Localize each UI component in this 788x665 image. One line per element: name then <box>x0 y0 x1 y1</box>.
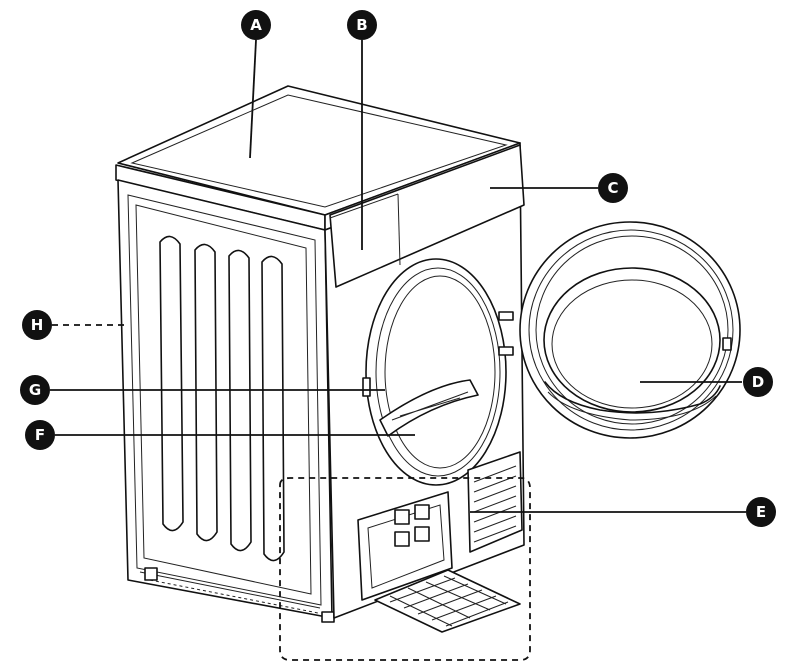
vent-grille <box>467 451 523 553</box>
callout-f: F <box>25 420 55 450</box>
callout-d-label: D <box>752 373 764 391</box>
bottom-flap <box>374 569 521 633</box>
callout-a: A <box>241 10 271 40</box>
callout-h-label: H <box>31 316 44 334</box>
open-door <box>519 221 741 439</box>
dryer-body <box>115 85 525 633</box>
callout-f-label: F <box>35 426 45 444</box>
callout-g: G <box>20 375 50 405</box>
door-glass <box>543 267 721 413</box>
callout-e-label: E <box>756 503 766 521</box>
drum-opening <box>365 258 507 486</box>
side-panel <box>117 179 333 619</box>
callout-h: H <box>22 310 52 340</box>
callout-b: B <box>347 10 377 40</box>
control-panel <box>329 144 525 288</box>
callout-d: D <box>743 367 773 397</box>
callout-a-label: A <box>250 16 262 34</box>
leader-lines <box>50 39 746 661</box>
filter-screen <box>379 379 479 437</box>
callout-c: C <box>598 173 628 203</box>
callout-g-label: G <box>29 381 41 399</box>
callout-b-label: B <box>356 16 367 34</box>
door-seal <box>544 381 721 414</box>
callout-e: E <box>746 497 776 527</box>
callout-c-label: C <box>607 179 618 197</box>
